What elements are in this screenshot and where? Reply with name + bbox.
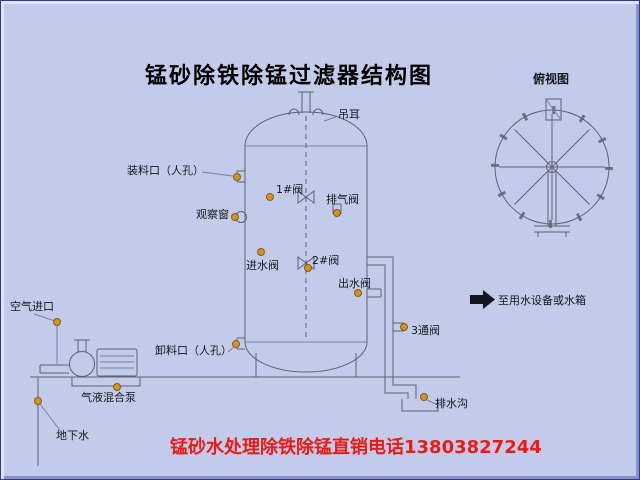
dot-observation-window (231, 213, 239, 221)
flow-destination-note: 至用水设备或水箱 (498, 294, 586, 307)
label-drain-ditch: 排水沟 (435, 397, 468, 410)
dot-valve-2 (304, 264, 312, 272)
dot-outlet-valve (354, 289, 362, 297)
label-inlet-valve: 进水阀 (246, 259, 279, 272)
lifting-lug-icon (288, 108, 300, 116)
pump-drawing (69, 339, 141, 387)
label-groundwater: 地下水 (56, 429, 89, 442)
lifting-lug-icon (312, 108, 324, 116)
dot-valve-1 (266, 193, 274, 201)
top-view-label: 俯视图 (533, 72, 570, 86)
dot-exhaust-valve (333, 209, 341, 217)
dot-discharge-port (232, 340, 240, 348)
dot-three-way-valve (400, 323, 408, 331)
dot-feed-port (233, 173, 241, 181)
top-view-drawing (491, 98, 613, 237)
label-gas-liquid-pump: 气液混合泵 (81, 391, 136, 404)
valve-symbol-icon (297, 190, 315, 204)
label-valve-2: 2#阀 (312, 254, 340, 267)
label-three-way-valve: 3通阀 (411, 324, 440, 337)
label-feed-port: 装料口（人孔） (127, 164, 204, 177)
label-outlet-valve: 出水阀 (338, 277, 371, 290)
label-discharge-port: 卸料口（人孔） (155, 344, 232, 357)
label-lifting-ear: 吊耳 (338, 108, 360, 121)
dot-air-inlet (53, 318, 61, 326)
tank-drawing (235, 91, 368, 378)
label-observation-window: 观察窗 (196, 208, 229, 221)
dot-drain-ditch (420, 393, 428, 401)
label-valve-1: 1#阀 (276, 183, 304, 196)
contact-phone-text: 锰砂水处理除铁除锰直销电话13803827244 (170, 437, 542, 458)
dot-gas-liquid-pump (113, 383, 121, 391)
page-title: 锰砂除铁除锰过滤器结构图 (145, 64, 434, 89)
dot-inlet-valve (257, 248, 265, 256)
flow-arrow-icon (470, 290, 495, 309)
leader-lines (33, 116, 439, 434)
label-air-inlet: 空气进口 (10, 300, 54, 313)
label-exhaust-valve: 排气阀 (326, 193, 359, 206)
dot-groundwater (34, 397, 42, 405)
